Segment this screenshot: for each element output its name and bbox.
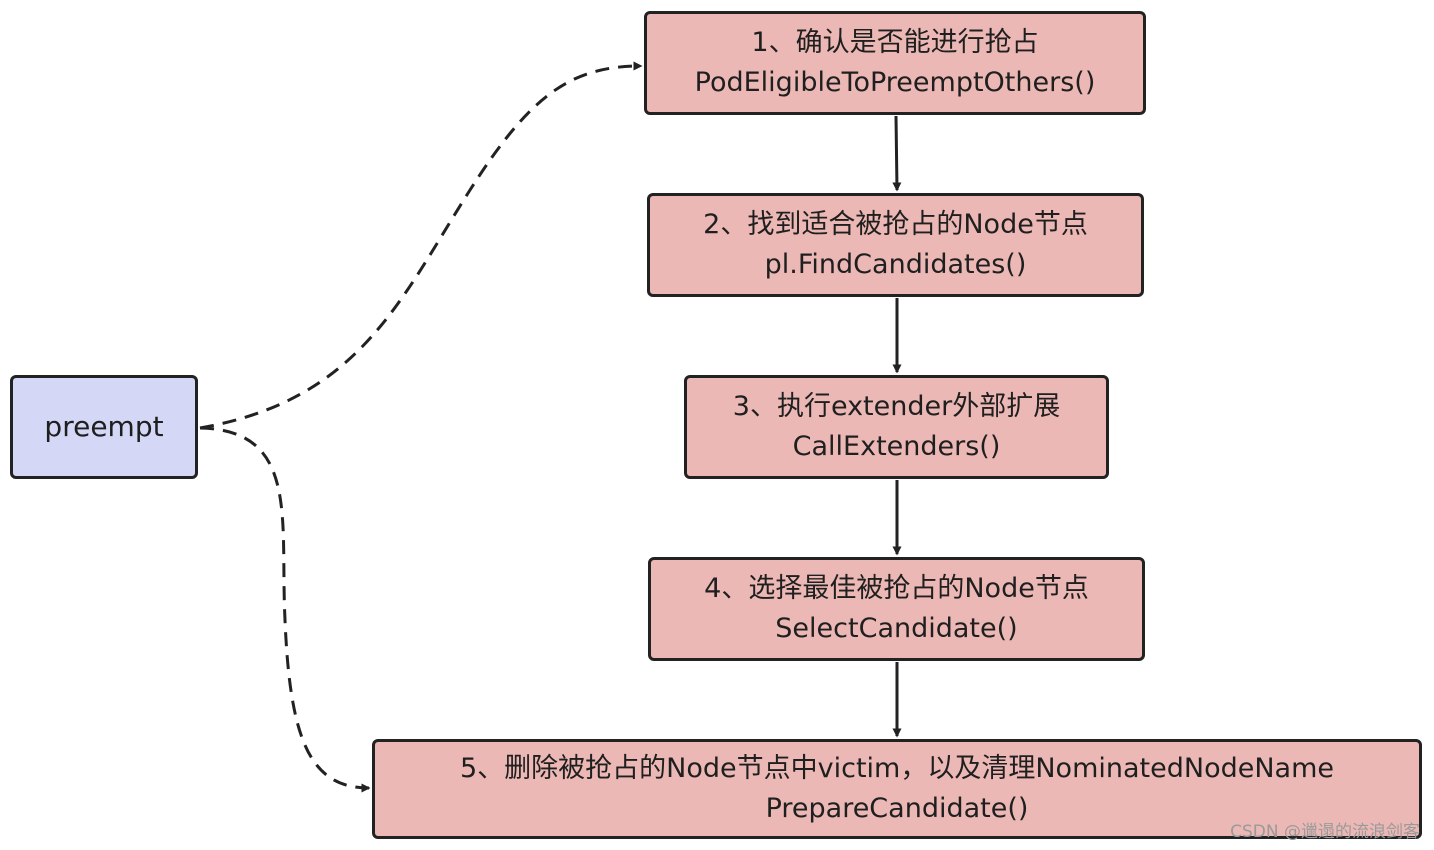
watermark: CSDN @邋遢的流浪剑客: [1230, 822, 1420, 842]
step-5-box: 5、删除被抢占的Node节点中victim，以及清理NominatedNodeN…: [372, 739, 1422, 839]
step-4-func: SelectCandidate(): [775, 613, 1018, 644]
step-1-box: 1、确认是否能进行抢占 PodEligibleToPreemptOthers(): [644, 11, 1146, 115]
step-4-title: 4、选择最佳被抢占的Node节点: [704, 573, 1089, 604]
step-4-box: 4、选择最佳被抢占的Node节点 SelectCandidate(): [648, 557, 1145, 661]
step-5-func: PrepareCandidate(): [765, 793, 1029, 824]
dashed-arrow-preempt-to-step5: [199, 426, 371, 793]
preempt-node: preempt: [10, 375, 198, 479]
step-1-title: 1、确认是否能进行抢占: [751, 27, 1039, 58]
preempt-label: preempt: [44, 410, 164, 443]
step-2-title: 2、找到适合被抢占的Node节点: [703, 209, 1088, 240]
step-2-func: pl.FindCandidates(): [764, 249, 1027, 280]
step-1-func: PodEligibleToPreemptOthers(): [694, 67, 1096, 98]
arrow-step1-to-step2: [892, 115, 902, 192]
dashed-arrow-preempt-to-step1: [199, 61, 643, 430]
step-3-title: 3、执行extender外部扩展: [732, 391, 1061, 422]
step-3-func: CallExtenders(): [792, 431, 1001, 462]
step-3-box: 3、执行extender外部扩展 CallExtenders(): [684, 375, 1109, 479]
step-5-title: 5、删除被抢占的Node节点中victim，以及清理NominatedNodeN…: [460, 753, 1334, 784]
step-2-box: 2、找到适合被抢占的Node节点 pl.FindCandidates(): [647, 193, 1144, 297]
